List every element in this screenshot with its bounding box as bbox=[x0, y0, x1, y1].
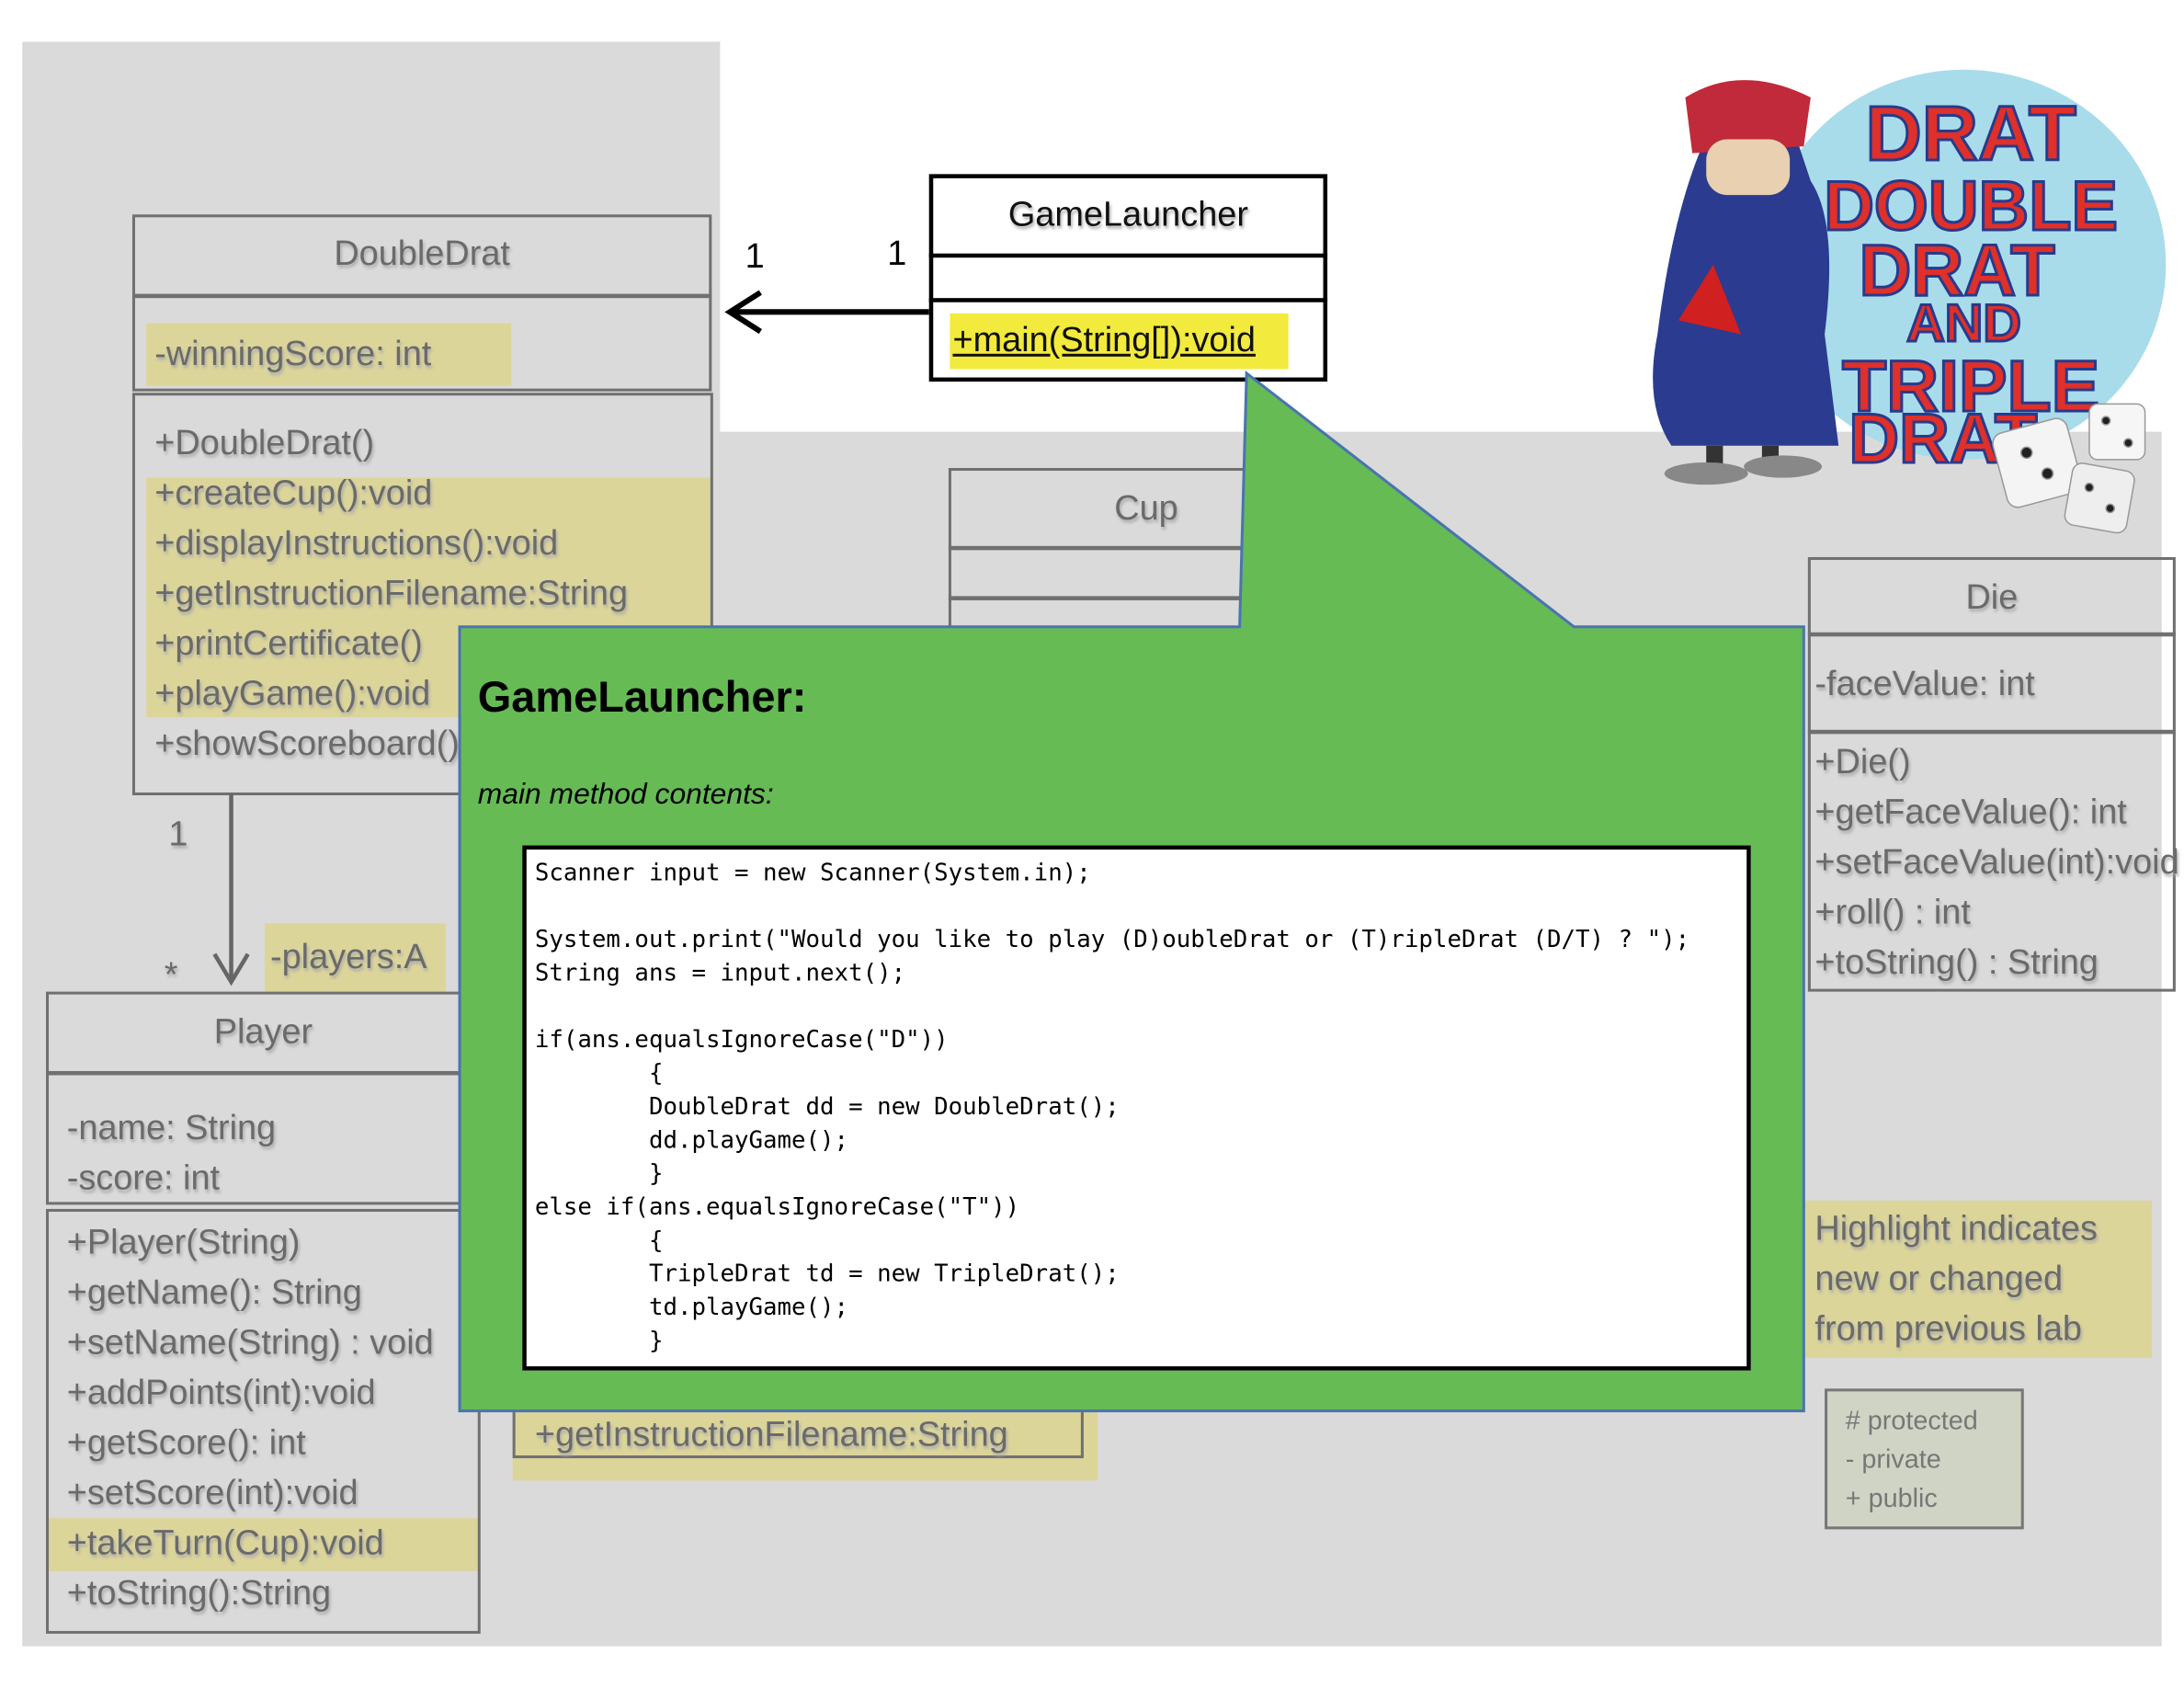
die-class bbox=[1807, 556, 2176, 992]
method: +DoubleDrat() bbox=[154, 423, 375, 462]
method: +setScore(int):void bbox=[66, 1473, 358, 1513]
code-line: System.out.print("Would you like to play… bbox=[534, 926, 1690, 954]
logo-text: DRAT bbox=[1865, 89, 2076, 177]
doubledrat-methods-box bbox=[131, 393, 713, 796]
visibility-legend: # protected - private + public bbox=[1825, 1388, 2024, 1530]
method: +getName(): String bbox=[66, 1272, 362, 1313]
method: +Player(String) bbox=[66, 1223, 301, 1262]
class-title: GameLauncher bbox=[1007, 195, 1248, 234]
logo-text: AND bbox=[1906, 294, 2021, 353]
method: +toString() : String bbox=[1814, 942, 2099, 983]
code-line: { bbox=[534, 1226, 664, 1255]
highlight-note bbox=[1769, 1200, 2153, 1359]
method: +roll() : int bbox=[1814, 893, 1971, 932]
multiplicity-label: 1 bbox=[887, 234, 907, 273]
note-line: Highlight indicates bbox=[1814, 1208, 2098, 1249]
villain-character-icon bbox=[1653, 80, 1839, 485]
code-line: if(ans.equalsIgnoreCase("D")) bbox=[534, 1026, 949, 1055]
callout-subtitle: main method contents: bbox=[477, 778, 774, 811]
method: +playGame():void bbox=[154, 674, 431, 713]
legend-item: + public bbox=[1845, 1484, 1938, 1514]
class-title: Cup bbox=[1114, 488, 1178, 529]
legend-item: - private bbox=[1845, 1445, 1941, 1476]
method: +printCertificate() bbox=[154, 623, 423, 664]
logo-text: DRAT bbox=[1860, 230, 2055, 311]
multiplicity-label: 1 bbox=[168, 815, 188, 854]
attribute: -score: int bbox=[66, 1158, 221, 1198]
callout-title: GameLauncher: bbox=[477, 672, 807, 722]
code-line: TripleDrat td = new TripleDrat(); bbox=[534, 1260, 1120, 1289]
method: +addPoints(int):void bbox=[66, 1373, 376, 1413]
highlight bbox=[950, 313, 1289, 370]
note-line: new or changed bbox=[1814, 1259, 2064, 1298]
logo-text: DRAT bbox=[1848, 400, 2037, 478]
code-line: String ans = input.next(); bbox=[534, 959, 906, 988]
code-line: else if(ans.equalsIgnoreCase("T")) bbox=[534, 1193, 1020, 1222]
method: +setName(String) : void bbox=[66, 1323, 434, 1363]
code-line: { bbox=[534, 1059, 664, 1089]
method: +displayInstructions():void bbox=[154, 523, 559, 564]
code-line: DoubleDrat dd = new DoubleDrat(); bbox=[534, 1093, 1120, 1122]
player-methods-box bbox=[46, 1208, 481, 1634]
code-line bbox=[535, 890, 1689, 923]
multiplicity-label: * bbox=[164, 955, 178, 995]
code-line: dd.playGame(); bbox=[534, 1126, 849, 1155]
class-title: Player bbox=[213, 1012, 313, 1052]
code-line: } bbox=[534, 1159, 664, 1189]
class-title: DoubleDrat bbox=[334, 234, 510, 273]
method: +setFaceValue(int):void bbox=[1814, 842, 2179, 882]
attribute: -players:A bbox=[269, 937, 427, 976]
logo-text: TRIPLE bbox=[1842, 346, 2099, 427]
highlight bbox=[146, 323, 512, 386]
method: +Die() bbox=[1814, 742, 1911, 781]
method: +createCup():void bbox=[154, 473, 433, 513]
method: +getInstructionFilename:String bbox=[534, 1415, 1008, 1454]
code-line: td.playGame(); bbox=[534, 1294, 849, 1322]
logo-text: DOUBLE bbox=[1824, 167, 2118, 245]
highlight bbox=[264, 923, 446, 992]
method: +getFaceValue(): int bbox=[1814, 792, 2127, 832]
dice-icon bbox=[1992, 403, 2146, 534]
attribute: -winningScore: int bbox=[154, 334, 432, 373]
doubledrat-class bbox=[131, 214, 712, 392]
highlight bbox=[49, 1518, 478, 1571]
code-line bbox=[535, 990, 1689, 1023]
code-line: } bbox=[534, 1327, 664, 1355]
legend-item: # protected bbox=[1845, 1407, 1978, 1436]
note-line: from previous lab bbox=[1814, 1309, 2082, 1349]
code-line: Scanner input = new Scanner(System.in); bbox=[534, 859, 1091, 887]
method: +toString():String bbox=[66, 1573, 332, 1614]
multiplicity-label: 1 bbox=[745, 236, 765, 276]
attribute: -faceValue: int bbox=[1814, 664, 2035, 704]
code-block: Scanner input = new Scanner(System.in); S… bbox=[522, 845, 1751, 1371]
method: +takeTurn(Cup):void bbox=[66, 1523, 384, 1563]
attribute: -name: String bbox=[66, 1108, 277, 1148]
method: +getScore(): int bbox=[66, 1423, 306, 1463]
class-title: Die bbox=[1965, 577, 2019, 618]
method: +showScoreboard() bbox=[154, 724, 460, 764]
method: +getInstructionFilename:String bbox=[154, 574, 629, 613]
double-drat-logo: DRAT DOUBLE DRAT AND TRIPLE DRAT bbox=[1653, 69, 2167, 534]
method: +main(String[]):void bbox=[952, 320, 1256, 359]
